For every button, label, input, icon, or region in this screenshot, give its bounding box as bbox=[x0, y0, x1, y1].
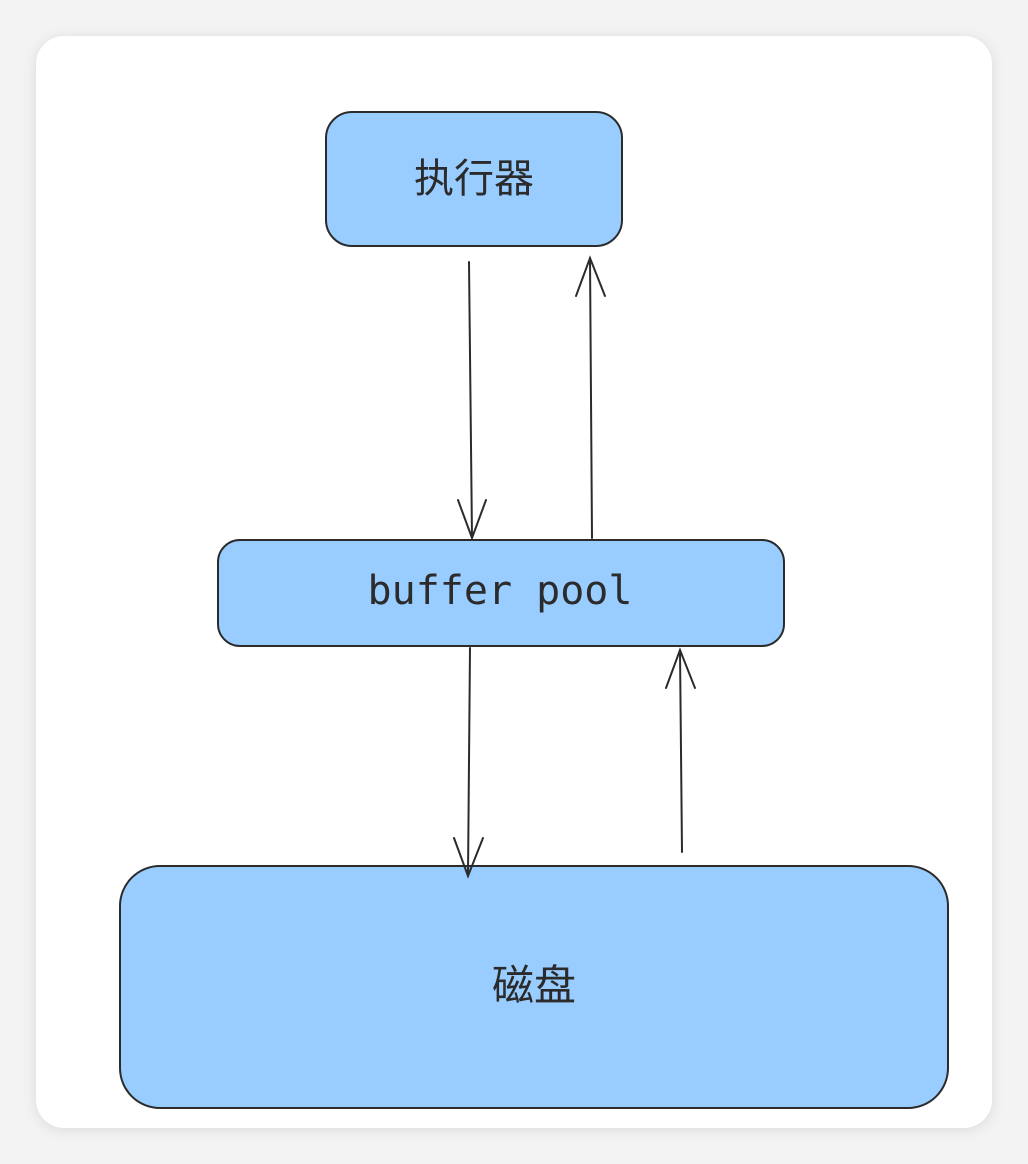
arrowhead-down-icon bbox=[453, 837, 484, 879]
arrowhead-down-icon bbox=[457, 499, 487, 541]
node-executor-label: 执行器 bbox=[414, 156, 534, 202]
node-disk: 磁盘 bbox=[119, 865, 949, 1109]
node-disk-label: 磁盘 bbox=[492, 961, 576, 1010]
node-buffer-pool-box bbox=[217, 539, 785, 647]
arrowhead-up-icon bbox=[665, 647, 696, 689]
node-executor-box bbox=[325, 111, 623, 247]
edge-executor-to-buffer-pool bbox=[457, 261, 487, 541]
edge-line bbox=[679, 649, 683, 853]
edge-line bbox=[467, 647, 471, 877]
edge-buffer-pool-to-executor bbox=[575, 255, 606, 539]
edge-disk-to-buffer-pool bbox=[665, 647, 696, 853]
edge-line bbox=[589, 257, 593, 539]
node-disk-box bbox=[119, 865, 949, 1109]
node-executor: 执行器 bbox=[325, 111, 623, 247]
node-buffer-pool-label: buffer pool bbox=[368, 568, 633, 614]
edge-line bbox=[468, 261, 473, 539]
arrowhead-up-icon bbox=[575, 255, 606, 297]
edge-buffer-pool-to-disk bbox=[453, 647, 484, 879]
node-buffer-pool: buffer pool bbox=[217, 539, 785, 647]
